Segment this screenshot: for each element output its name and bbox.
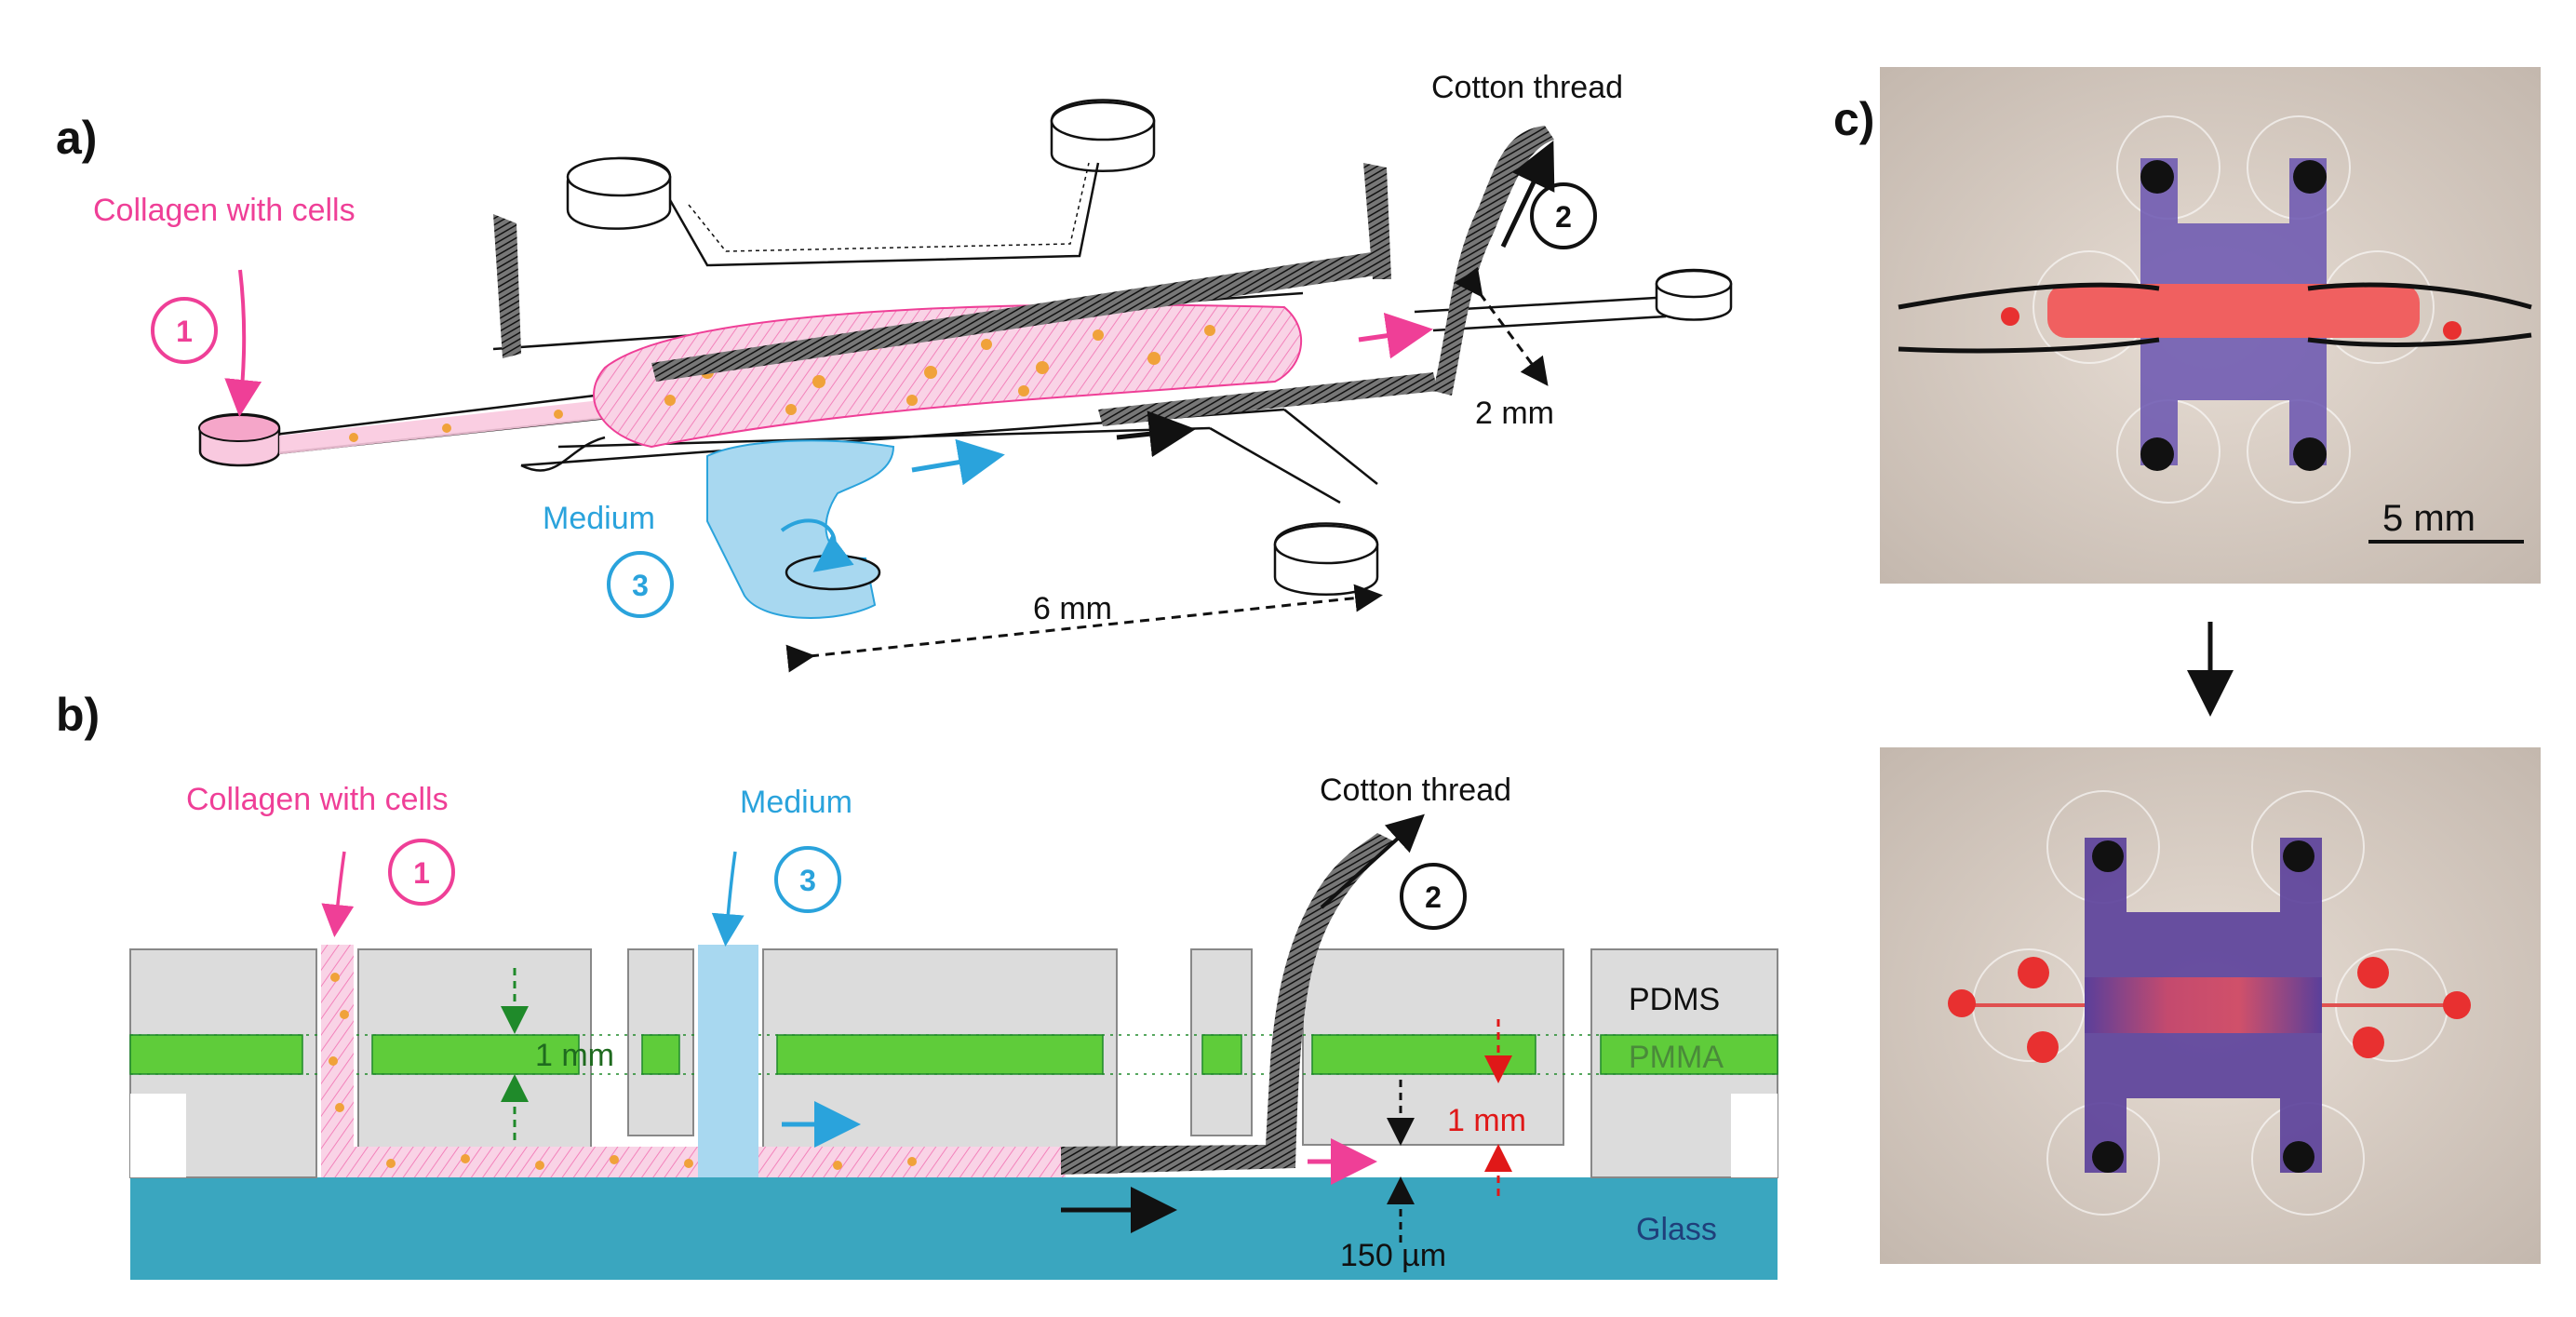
cotton-thread-rising (1433, 126, 1554, 396)
step-3-badge-a (607, 551, 674, 618)
step-1-label-b: 1 (413, 856, 430, 890)
inlet-reservoir-a (198, 412, 281, 467)
medium-fill-arrow (780, 518, 854, 572)
collagen-channel-b (321, 1147, 1066, 1177)
step-1-label-a: 1 (176, 315, 193, 348)
collagen-pointer-b (321, 851, 355, 937)
flow-arrow-collagen-a (1358, 312, 1433, 359)
reservoir-top-left-cap (566, 156, 672, 197)
collagen-chamber (593, 303, 1302, 449)
medium-label-b: Medium (740, 785, 852, 820)
pmma-layer (129, 1034, 1778, 1075)
medium-inlet-b (698, 945, 758, 1177)
dim-6mm-arrow (785, 584, 1383, 673)
reservoir-bottom-right-cap (1273, 524, 1379, 565)
step-1-badge-b (388, 839, 455, 906)
scale-bar-label: 5 mm (2382, 498, 2475, 539)
cotton-thread-left-end (493, 214, 521, 358)
panel-a: a) (56, 70, 1733, 673)
medium-pointer-b (711, 851, 745, 947)
photo-after (1880, 747, 2541, 1264)
medium-reservoir-cap (785, 554, 881, 591)
step-3-badge-b (774, 846, 841, 913)
medium-label-a: Medium (543, 501, 655, 536)
reservoir-top-right-cap (1050, 101, 1156, 141)
cotton-thread-b (1061, 833, 1396, 1175)
collagen-pointer-a (224, 269, 262, 417)
step-2-badge-a (1530, 182, 1597, 249)
step-2-badge-b (1400, 863, 1467, 930)
photo-before-thread-4 (2307, 332, 2532, 347)
cotton-label-a: Cotton thread (1431, 70, 1623, 105)
collagen-label-b: Collagen with cells (186, 782, 449, 817)
photo-before-thread-3 (2307, 282, 2532, 310)
dim-gap-label: 150 µm (1340, 1238, 1446, 1273)
layer-pmma-label: PMMA (1629, 1040, 1724, 1075)
step-2-label-b: 2 (1425, 880, 1442, 914)
flow-arrow-medium-a (911, 438, 1005, 486)
layer-pdms-label: PDMS (1629, 982, 1720, 1017)
photo-before: 5 mm (1880, 67, 2541, 584)
reservoir-far-right-cap (1655, 269, 1733, 299)
flow-arrow-thread-a (1116, 410, 1196, 458)
step-1-badge-a (151, 297, 218, 364)
cotton-thread-right-end (1363, 163, 1391, 279)
collagen-label-a: Collagen with cells (93, 193, 356, 228)
photo-after-mixed-chamber (2085, 977, 2322, 1033)
medium-reservoir (706, 439, 895, 619)
panel-b: b) (56, 689, 1778, 1280)
cotton-thread-upper (651, 251, 1382, 382)
photo-before-thread-1 (1898, 282, 2160, 310)
dim-2mm-label: 2 mm (1475, 396, 1554, 431)
inlet-channel-fill (279, 396, 647, 454)
dim-pmma-label: 1 mm (535, 1038, 614, 1073)
layer-glass-label: Glass (1636, 1212, 1717, 1247)
panel-c: c) 5 mm (1833, 67, 2541, 1264)
thread-pull-arrow (1500, 140, 1555, 249)
step-2-label-a: 2 (1555, 200, 1572, 234)
panel-b-letter: b) (56, 689, 100, 741)
photo-before-red-chamber (2047, 284, 2420, 338)
panel-a-letter: a) (56, 112, 97, 164)
step-3-label-a: 3 (632, 569, 649, 602)
step-3-label-b: 3 (799, 864, 816, 897)
cotton-label-b: Cotton thread (1320, 773, 1511, 808)
dim-6mm-label: 6 mm (1033, 591, 1112, 626)
panel-c-letter: c) (1833, 93, 1874, 145)
thread-pull-arrow-b (1320, 813, 1425, 909)
glass-layer (130, 1177, 1778, 1280)
photo-before-thread-2 (1898, 337, 2160, 354)
pdms-cutouts (130, 1094, 1778, 1177)
dim-2mm-arrow (1455, 266, 1549, 386)
dim-pdms-label: 1 mm (1447, 1103, 1526, 1138)
